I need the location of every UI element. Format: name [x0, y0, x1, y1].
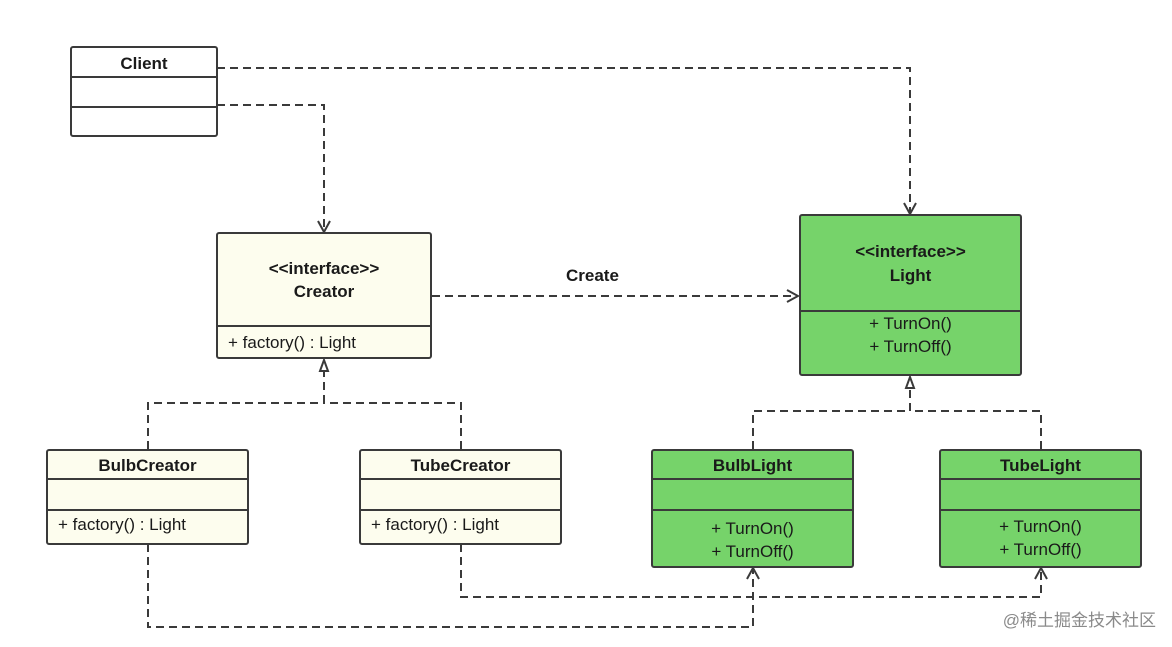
- tubecreator-realization: [324, 402, 462, 449]
- create-label: Create: [566, 266, 619, 285]
- client-methods-divider: [72, 106, 216, 108]
- bulbcreator-attributes-divider: [48, 478, 247, 480]
- bulbcreator-name: BulbCreator: [98, 456, 197, 475]
- bulblight-name: BulbLight: [712, 456, 793, 475]
- creator-name: Creator: [293, 282, 355, 301]
- bulblight-attributes-divider: [653, 478, 852, 480]
- bulbcreator-method: + factory() : Light: [58, 515, 187, 534]
- creator-method: + factory() : Light: [228, 333, 357, 352]
- light-method-turnon: + TurnOn(): [869, 314, 952, 333]
- tubelight-attributes-divider: [941, 478, 1140, 480]
- light-interface[interactable]: <<interface>> Light + TurnOn() + TurnOff…: [799, 214, 1022, 376]
- bulbcreator-realization: [147, 402, 324, 449]
- client-class[interactable]: Client: [70, 46, 218, 137]
- tubecreator-methods-divider: [361, 509, 560, 511]
- tubecreator-to-tubelight: [460, 544, 1041, 598]
- client-to-creator-dependency: [217, 104, 324, 232]
- light-method-turnoff: + TurnOff(): [869, 337, 952, 356]
- bulblight-method-turnoff: + TurnOff(): [711, 542, 794, 561]
- creator-divider: [218, 325, 430, 327]
- tubecreator-method: + factory() : Light: [371, 515, 500, 534]
- tubelight-class[interactable]: TubeLight + TurnOn() + TurnOff(): [939, 449, 1142, 568]
- watermark: @稀土掘金技术社区: [1002, 611, 1156, 630]
- light-name: Light: [889, 266, 932, 285]
- bulbcreator-class[interactable]: BulbCreator + factory() : Light: [46, 449, 249, 545]
- tubelight-method-turnon: + TurnOn(): [999, 517, 1082, 536]
- bulbcreator-methods-divider: [48, 509, 247, 511]
- bulblight-class[interactable]: BulbLight + TurnOn() + TurnOff(): [651, 449, 854, 568]
- bulblight-method-turnon: + TurnOn(): [711, 519, 794, 538]
- bulblight-realization: [752, 410, 910, 449]
- client-attributes-divider: [72, 76, 216, 78]
- tubelight-name: TubeLight: [1000, 456, 1081, 475]
- client-to-light-dependency: [217, 67, 910, 214]
- creator-stereotype: <<interface>>: [268, 259, 380, 278]
- light-divider: [801, 310, 1020, 312]
- tubelight-realization: [910, 410, 1042, 449]
- tubelight-methods-divider: [941, 509, 1140, 511]
- light-stereotype: <<interface>>: [855, 242, 966, 261]
- bulblight-methods-divider: [653, 509, 852, 511]
- tubecreator-name: TubeCreator: [410, 456, 511, 475]
- creator-interface[interactable]: <<interface>> Creator + factory() : Ligh…: [216, 232, 432, 359]
- tubecreator-attributes-divider: [361, 478, 560, 480]
- tubecreator-class[interactable]: TubeCreator + factory() : Light: [359, 449, 562, 545]
- tubelight-method-turnoff: + TurnOff(): [999, 540, 1082, 559]
- client-name: Client: [120, 54, 168, 73]
